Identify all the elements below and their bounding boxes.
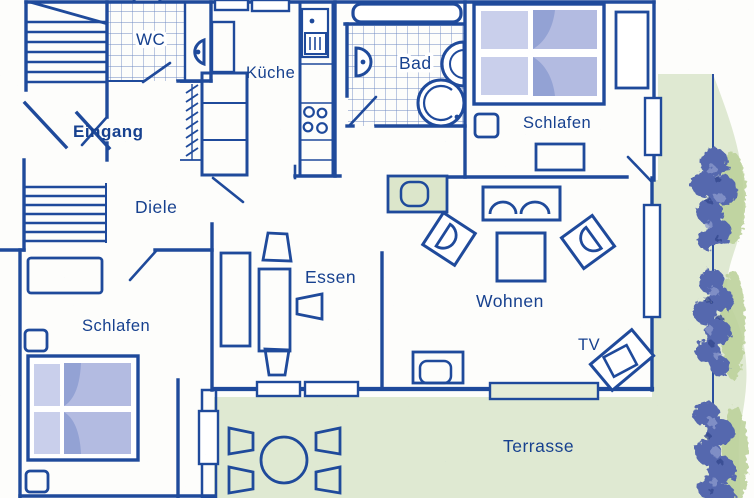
window-dining-2 (303, 380, 360, 398)
label-kitchen: Küche (246, 64, 295, 82)
window-top-1 (213, 0, 250, 12)
label-terrace: Terrasse (503, 436, 574, 456)
wc-sink (132, 0, 162, 4)
label-bedroom-left: Schlafen (82, 317, 150, 335)
label-wc: WC (136, 30, 165, 49)
window-terrace-west (197, 409, 220, 466)
label-bath: Bad (399, 53, 432, 73)
bathroom-toilet (354, 46, 373, 78)
label-tv: TV (578, 336, 600, 354)
bed-left (26, 354, 140, 462)
label-bedroom-top: Schlafen (523, 114, 591, 132)
label-entrance: Eingang (73, 122, 144, 141)
label-dining: Essen (305, 267, 356, 287)
corner-shower (416, 78, 466, 128)
window-living-right (642, 203, 662, 319)
label-living: Wohnen (476, 291, 544, 311)
bathtub (351, 2, 463, 24)
kitchen-sink (300, 7, 330, 59)
window-dining-1 (255, 380, 302, 398)
window-bedroom-top (643, 96, 663, 157)
label-hall: Diele (135, 197, 177, 217)
window-top-2 (250, 0, 291, 13)
bed-top (472, 2, 606, 106)
wardrobe-top (614, 10, 650, 90)
window-living-bottom (488, 381, 600, 401)
